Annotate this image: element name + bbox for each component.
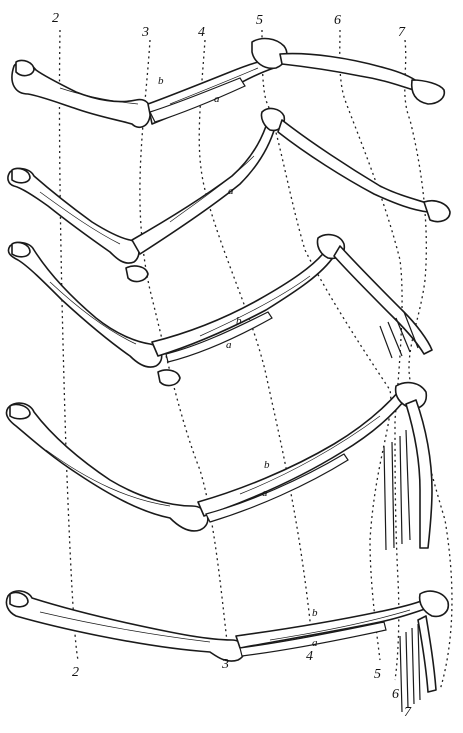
- guide-label-2-bottom: 2: [72, 665, 79, 680]
- radius-2: [132, 120, 276, 254]
- label-a-limb-3: a: [226, 339, 232, 351]
- limb-4: [6, 383, 432, 550]
- shade-4: [46, 416, 380, 506]
- hoof-2: [424, 201, 450, 222]
- humerus-3: [8, 243, 161, 368]
- bone-letter-labels: b a a b a b a b a: [158, 75, 318, 649]
- limb-3: [8, 235, 432, 386]
- label-b-limb-3: b: [236, 315, 242, 327]
- label-a-limb-2: a: [228, 185, 234, 197]
- label-b-limb-1: b: [158, 75, 164, 87]
- humerus-1-head: [16, 60, 34, 75]
- patella-2: [126, 266, 148, 281]
- humerus-4: [6, 403, 207, 531]
- guide-label-6-top: 6: [334, 13, 341, 28]
- guide-label-7-bottom: 7: [404, 705, 412, 720]
- guide-label-4-bottom: 4: [306, 649, 313, 664]
- guide-label-7-top: 7: [398, 25, 406, 40]
- label-a-limb-4: a: [262, 487, 268, 499]
- hoof-1: [412, 80, 445, 104]
- carpus-5: [420, 591, 449, 616]
- guide-line-6: [340, 30, 402, 680]
- label-a-limb-1: a: [214, 93, 220, 105]
- guide-lines: [59, 30, 452, 690]
- limb-5: [6, 591, 448, 712]
- hand-5: [418, 616, 436, 692]
- guide-label-3-top: 3: [141, 25, 149, 40]
- limb-1: [12, 39, 444, 128]
- ulna-4: [206, 454, 348, 522]
- guide-label-3-bottom: 3: [221, 657, 229, 672]
- patella-3: [158, 370, 180, 385]
- label-b-limb-4: b: [264, 459, 270, 471]
- guide-label-6-bottom: 6: [392, 687, 399, 702]
- hand-3: [334, 246, 432, 354]
- metacarpus-1: [280, 54, 418, 90]
- metacarpus-2: [278, 120, 430, 212]
- humerus-5: [6, 591, 244, 661]
- radius-4: [198, 390, 408, 516]
- label-a-limb-5: a: [312, 637, 318, 649]
- guide-label-4-top: 4: [198, 25, 205, 40]
- guide-label-5-top: 5: [256, 13, 263, 28]
- digits-4: [384, 430, 410, 550]
- guide-label-5-bottom: 5: [374, 667, 381, 682]
- label-b-limb-5: b: [312, 607, 318, 619]
- guide-label-2-top: 2: [52, 11, 59, 26]
- digits-5: [400, 624, 420, 712]
- guide-line-2: [59, 30, 78, 660]
